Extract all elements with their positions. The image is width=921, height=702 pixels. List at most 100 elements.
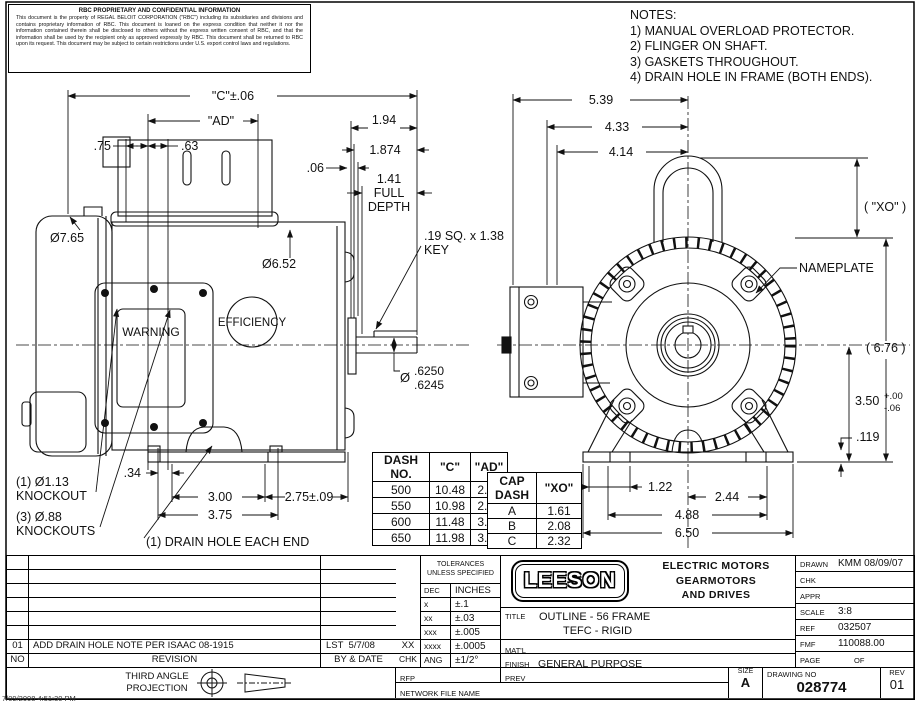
- warning-box-bolts: [101, 285, 207, 431]
- print-timestamp: 7/09/2008 4:51:30 PM: [2, 694, 76, 702]
- scale-value: 3:8: [838, 606, 852, 617]
- proprietary-notice: RBC PROPRIETARY AND CONFIDENTIAL INFORMA…: [8, 4, 311, 73]
- drawn-cell: DRAWN KMM 08/09/07: [796, 556, 914, 572]
- dash-table-header: "C": [429, 452, 471, 482]
- dim-label-full-depth-3: DEPTH: [368, 200, 410, 214]
- dim-label-ad: "AD": [208, 114, 234, 128]
- motor-body: [111, 221, 346, 451]
- chk-column-empty: [396, 556, 421, 640]
- key-note-line1: .19 SQ. x 1.38: [424, 229, 504, 243]
- front-view-dimensions: [512, 94, 893, 538]
- face-circle: [625, 282, 751, 408]
- cap-table-header: "XO": [536, 472, 582, 504]
- finish-cell: FINISH GENERAL PURPOSE: [501, 654, 796, 668]
- dim-label-350: 3.50: [855, 394, 879, 408]
- tolerance-row: ANG ±1/2°: [421, 654, 500, 668]
- tolerance-row: DEC INCHES: [421, 584, 500, 598]
- size-value: A: [740, 675, 751, 690]
- revision-chk-value: XX: [396, 640, 421, 654]
- dim-label-194: 1.94: [372, 113, 396, 127]
- leeson-logo: LEESON: [511, 560, 629, 602]
- dim-label-350-tol-minus: -.06: [884, 403, 900, 414]
- notes-block: NOTES: 1) MANUAL OVERLOAD PROTECTOR. 2) …: [630, 8, 872, 86]
- dim-label-676: ( 6.76 ): [866, 341, 906, 355]
- dim-label-full-depth-1: 1.41: [377, 172, 401, 186]
- fmf-cell: FMF 110088.00: [796, 636, 914, 652]
- fins: [580, 237, 796, 453]
- conduit-box-front: [509, 286, 584, 398]
- tolerance-row: xx ±.03: [421, 612, 500, 626]
- dim-label-650: 6.50: [675, 526, 699, 540]
- page-of-label: OF: [854, 656, 865, 665]
- drawn-value: KMM 08/09/07: [838, 558, 904, 569]
- dim-label-xo: ( "XO" ): [864, 200, 906, 214]
- note-item: 2) FLINGER ON SHAFT.: [630, 39, 768, 53]
- shaft: [356, 336, 418, 354]
- tolerance-block: TOLERANCES UNLESS SPECIFIED DEC INCHES x…: [421, 556, 501, 668]
- dim-label-63: .63: [181, 139, 198, 153]
- shaft-dia-symbol: Ø: [400, 370, 410, 385]
- drain-hump: [185, 426, 243, 453]
- dim-label-dia652: Ø6.52: [262, 257, 296, 271]
- size-cell: SIZE A: [729, 668, 763, 698]
- company-line1: ELECTRIC MOTORS: [662, 560, 770, 572]
- rev-value: 01: [889, 677, 905, 692]
- dim-label-414: 4.14: [609, 145, 633, 159]
- mounting-base: [147, 451, 346, 463]
- dim-label-full-depth-2: FULL: [374, 186, 405, 200]
- dim-label-1874: 1.874: [369, 143, 400, 157]
- fan-cover: [35, 215, 113, 457]
- revision-header-by-date: BY & DATE: [334, 654, 383, 665]
- revision-description: ADD DRAIN HOLE NOTE PER ISAAC 08-1915: [29, 640, 321, 653]
- dim-label-433: 4.33: [605, 120, 629, 134]
- rev-cell: REV 01: [881, 668, 913, 698]
- keyway: [682, 325, 694, 334]
- efficiency-sticker: [226, 296, 278, 348]
- notes-title: NOTES:: [630, 8, 677, 22]
- tolerance-title-2: UNLESS SPECIFIED: [427, 570, 494, 577]
- revision-empty-row: [7, 570, 396, 584]
- ref-cell: REF 032507: [796, 620, 914, 636]
- knockout3-label-line1: (3) Ø.88: [16, 510, 62, 524]
- page-cell: PAGE OF: [796, 652, 914, 668]
- dim-label-488: 4.88: [675, 508, 699, 522]
- matl-cell: MAT'L: [501, 640, 796, 654]
- capacitor-box: [29, 391, 87, 453]
- revision-empty-row: [7, 626, 396, 640]
- drawing-title-line2: TEFC - RIGID: [563, 625, 633, 637]
- note-item: 1) MANUAL OVERLOAD PROTECTOR.: [630, 23, 855, 38]
- drawing-no-value: 028774: [796, 679, 847, 696]
- proprietary-title: RBC PROPRIETARY AND CONFIDENTIAL INFORMA…: [78, 8, 241, 14]
- revision-empty-row: [7, 612, 396, 626]
- prev-cell: PREV: [501, 668, 729, 683]
- conduit-box-top: [117, 139, 273, 217]
- dim-label-34: .34: [124, 466, 141, 480]
- rfp-cell: RFP: [396, 668, 501, 683]
- revision-header-row: NO REVISION BY & DATE: [7, 654, 396, 668]
- company-line3: AND DRIVES: [681, 589, 751, 601]
- ref-value: 032507: [838, 622, 872, 633]
- body-outer-circle: [579, 236, 797, 454]
- revision-empty-row: [7, 556, 396, 570]
- dim-label-375: 3.75: [208, 508, 232, 522]
- knockout3-label-line2: KNOCKOUTS: [16, 524, 95, 538]
- side-view-dimensions: [67, 90, 432, 539]
- tolerance-row: xxxx ±.0005: [421, 640, 500, 654]
- projection-label-line1: THIRD ANGLE: [125, 671, 189, 682]
- appr-cell: APPR: [796, 588, 914, 604]
- revision-empty-row: [7, 584, 396, 598]
- nameplate-label: NAMEPLATE: [799, 261, 874, 275]
- revision-chk-label: CHK: [396, 654, 421, 668]
- key-note-line2: KEY: [424, 243, 450, 257]
- revision-header-no: NO: [7, 654, 29, 667]
- revision-by-date: LST 5/7/08: [326, 640, 375, 651]
- company-line2: GEARMOTORS: [675, 574, 757, 587]
